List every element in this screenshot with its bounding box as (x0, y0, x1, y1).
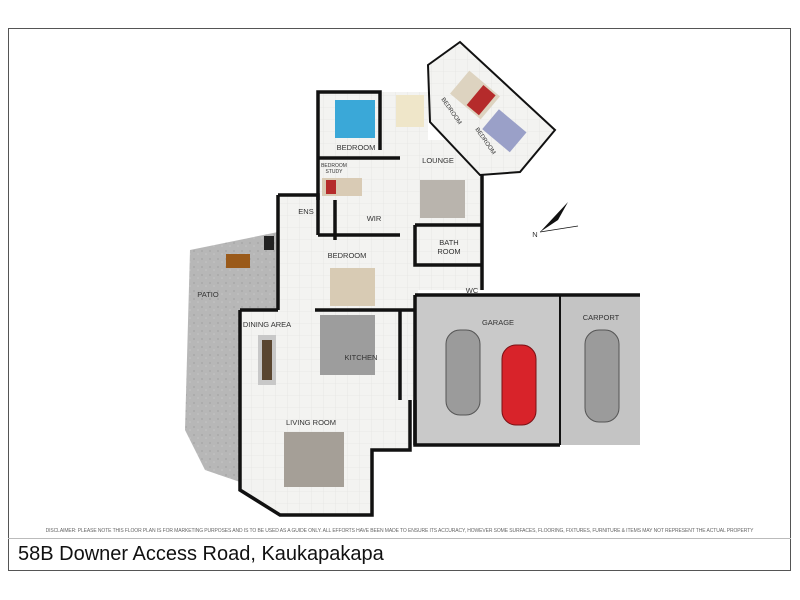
car-red (501, 344, 537, 426)
label-bedroom-study-1: BEDROOM (321, 163, 347, 169)
label-dining: DINING AREA (243, 320, 291, 329)
car-grey-1 (445, 329, 481, 416)
furniture (226, 70, 527, 487)
walls (238, 40, 640, 517)
label-patio: PATIO (197, 290, 219, 299)
label-bedroom-main: BEDROOM (328, 251, 367, 260)
label-bath-1: BATH (439, 238, 458, 247)
label-lounge: LOUNGE (422, 156, 454, 165)
car-grey-2 (584, 329, 620, 423)
label-wc: WC (466, 286, 479, 295)
compass-icon: N (532, 202, 579, 239)
label-wir: WIR (367, 214, 382, 223)
label-ens: ENS (298, 207, 313, 216)
label-garage: GARAGE (482, 318, 514, 327)
compass-label: N (532, 230, 537, 239)
disclaimer: DISCLAIMER: PLEASE NOTE THIS FLOOR PLAN … (45, 528, 754, 534)
label-bath-2: ROOM (437, 247, 460, 256)
label-kitchen: KITCHEN (345, 353, 378, 362)
floor-plan: N BEDROOM BEDROOM BEDROOM LOUNGE BEDROOM… (185, 40, 640, 517)
cars (445, 329, 620, 426)
property-address: 58B Downer Access Road, Kaukapakapa (18, 543, 384, 565)
label-bedroom-top: BEDROOM (337, 143, 376, 152)
label-bedroom-study-2: STUDY (326, 169, 344, 175)
label-carport: CARPORT (583, 313, 620, 322)
label-living: LIVING ROOM (286, 418, 336, 427)
divider (8, 538, 791, 539)
plan-frame (8, 28, 791, 571)
